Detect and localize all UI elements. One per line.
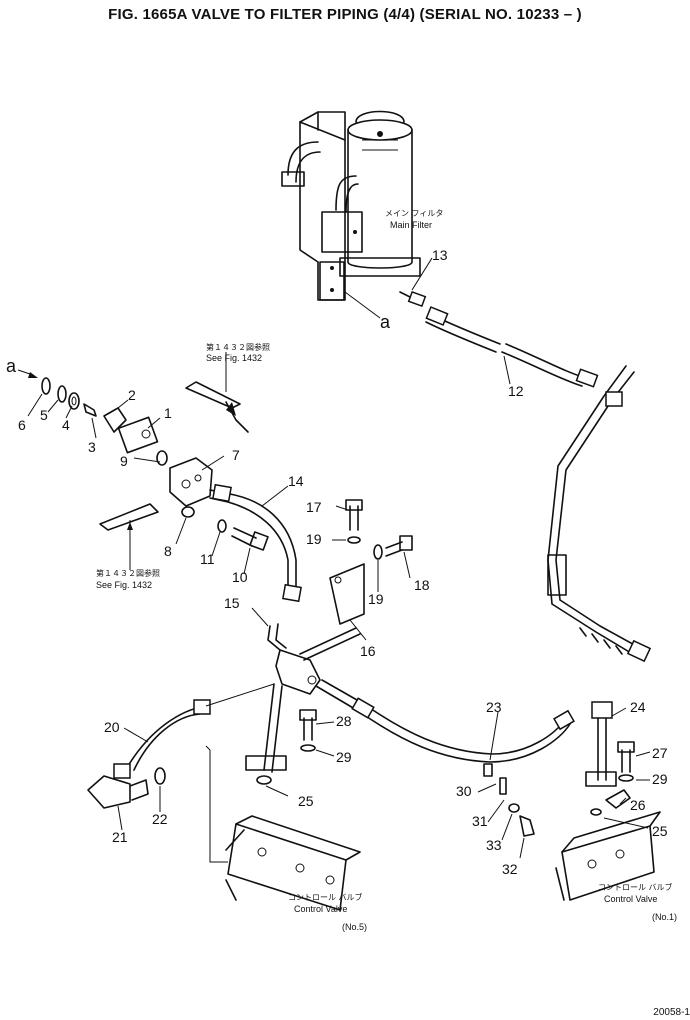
hose-12 bbox=[399, 290, 599, 388]
control-valve-right-en: Control Valve bbox=[604, 894, 657, 904]
see-fig-top-part bbox=[185, 352, 249, 433]
ref-a-label: a bbox=[380, 312, 391, 332]
control-valve-right-jp: コントロール バルブ bbox=[598, 882, 673, 892]
bolt-10 bbox=[217, 519, 269, 551]
main-filter-assembly bbox=[281, 110, 421, 319]
part-label: 22 bbox=[152, 811, 168, 827]
main-filter-en: Main Filter bbox=[390, 220, 432, 230]
part-label: 16 bbox=[360, 643, 376, 659]
part-label: 29 bbox=[336, 749, 352, 765]
see-fig-top-en: See Fig. 1432 bbox=[206, 353, 262, 363]
notes: メイン フィルタ Main Filter 第１４３２図参照 See Fig. 1… bbox=[96, 209, 677, 932]
part-label: 25 bbox=[298, 793, 314, 809]
see-fig-bottom-jp: 第１４３２図参照 bbox=[96, 568, 160, 578]
part-label: 11 bbox=[200, 551, 215, 567]
hose-23 bbox=[315, 679, 575, 777]
left-fittings bbox=[17, 369, 213, 518]
hose-20 bbox=[87, 683, 275, 809]
part-label: 14 bbox=[288, 473, 304, 489]
part-label: 21 bbox=[112, 829, 128, 845]
see-fig-bottom-part bbox=[99, 503, 159, 570]
part-label: 6 bbox=[18, 417, 26, 433]
part-label: 27 bbox=[652, 745, 668, 761]
part-label: 5 bbox=[40, 407, 48, 423]
part-label: 17 bbox=[306, 499, 322, 515]
leader-lines bbox=[27, 257, 651, 859]
part-labels: 1 2 3 4 5 6 7 8 9 10 11 12 13 14 15 16 1… bbox=[6, 247, 668, 877]
part-label: 19 bbox=[306, 531, 322, 547]
part-label: 19 bbox=[368, 591, 384, 607]
small-fittings-30-33 bbox=[499, 777, 535, 837]
bolt-set-right bbox=[590, 741, 635, 816]
pipe-to-control-valve-5 bbox=[245, 683, 287, 773]
part-label: 15 bbox=[224, 595, 240, 611]
control-valve-right-no: (No.1) bbox=[652, 912, 677, 922]
part-label: 4 bbox=[62, 417, 70, 433]
part-label: 31 bbox=[472, 813, 488, 829]
pipe-24 bbox=[585, 701, 617, 787]
right-long-pipe bbox=[547, 365, 652, 663]
part-label: 18 bbox=[414, 577, 430, 593]
part-label: 30 bbox=[456, 783, 472, 799]
part-label: 3 bbox=[88, 439, 96, 455]
part-label: 10 bbox=[232, 569, 248, 585]
main-filter-jp: メイン フィルタ bbox=[385, 209, 443, 218]
bracket-16 bbox=[329, 499, 413, 625]
see-fig-bottom-en: See Fig. 1432 bbox=[96, 580, 152, 590]
part-label: 23 bbox=[486, 699, 502, 715]
control-valve-left-no: (No.5) bbox=[342, 922, 367, 932]
part-label: 29 bbox=[652, 771, 668, 787]
figure-title: FIG. 1665A VALVE TO FILTER PIPING (4/4) … bbox=[108, 6, 582, 23]
pipe-15 bbox=[267, 623, 361, 695]
part-label: 7 bbox=[232, 447, 240, 463]
hose-14 bbox=[209, 483, 302, 603]
part-label: 2 bbox=[128, 387, 136, 403]
part-label: 24 bbox=[630, 699, 646, 715]
part-label: 33 bbox=[486, 837, 502, 853]
part-label: 12 bbox=[508, 383, 524, 399]
control-valve-left-en: Control Valve bbox=[294, 904, 347, 914]
page-code: 20058-1 bbox=[653, 1007, 690, 1018]
part-label: 13 bbox=[432, 247, 448, 263]
part-label: 20 bbox=[104, 719, 120, 735]
control-valve-no1 bbox=[555, 811, 661, 901]
ref-a-label: a bbox=[6, 356, 17, 376]
see-fig-top-jp: 第１４３２図参照 bbox=[206, 342, 270, 352]
part-label: 1 bbox=[164, 405, 172, 421]
bolt-set-left bbox=[256, 709, 317, 785]
part-label: 25 bbox=[652, 823, 668, 839]
part-label: 26 bbox=[630, 797, 646, 813]
part-label: 9 bbox=[120, 453, 128, 469]
part-label: 8 bbox=[164, 543, 172, 559]
control-valve-no5 bbox=[205, 745, 361, 911]
part-label: 32 bbox=[502, 861, 518, 877]
part-label: 28 bbox=[336, 713, 352, 729]
control-valve-left-jp: コントロール バルブ bbox=[288, 892, 363, 902]
